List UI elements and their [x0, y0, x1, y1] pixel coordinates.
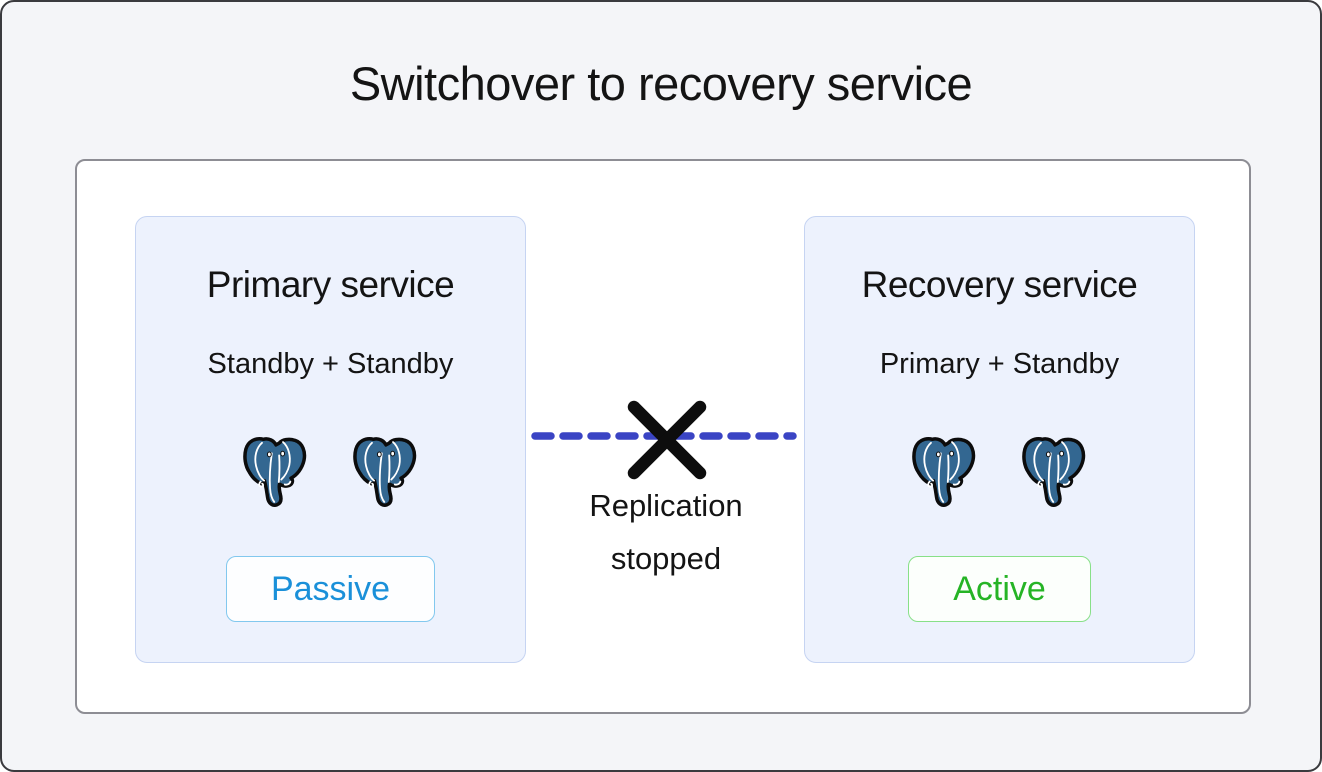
- postgresql-elephant-icon: [241, 435, 311, 508]
- service-card-recovery: Recovery service Primary + Standby Activ…: [804, 216, 1195, 663]
- card-subtitle-primary: Standby + Standby: [207, 348, 454, 380]
- diagram-panel: Primary service Standby + Standby Passiv…: [75, 159, 1251, 714]
- postgres-icon-row: [241, 435, 421, 508]
- replication-status-label: Replication stopped: [506, 479, 826, 585]
- status-badge-passive: Passive: [225, 556, 436, 622]
- postgresql-elephant-icon: [910, 435, 980, 508]
- replication-stopped-x-icon: [627, 400, 707, 480]
- postgresql-elephant-icon: [351, 435, 421, 508]
- status-badge-active: Active: [908, 556, 1091, 622]
- replication-status-line2: stopped: [610, 541, 722, 576]
- card-title-primary: Primary service: [206, 264, 455, 305]
- replication-status-line1: Replication: [589, 488, 743, 523]
- card-subtitle-recovery: Primary + Standby: [879, 348, 1120, 380]
- diagram-title: Switchover to recovery service: [349, 57, 973, 110]
- card-title-recovery: Recovery service: [861, 264, 1138, 305]
- postgres-icon-row: [910, 435, 1090, 508]
- service-card-primary: Primary service Standby + Standby Passiv…: [135, 216, 526, 663]
- postgresql-elephant-icon: [1020, 435, 1090, 508]
